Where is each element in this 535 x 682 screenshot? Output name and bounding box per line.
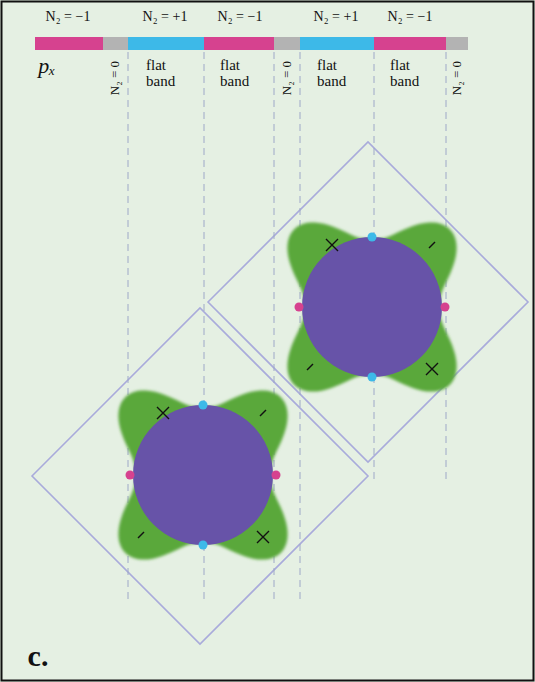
band-bar [35,37,468,50]
band-label: flat band [220,58,260,90]
cross-mark [326,239,338,251]
pairing-lobes [118,390,287,559]
fermi-surface [287,222,456,391]
band-label: flat band [390,58,430,90]
winding-label: N₂ = 0 [450,61,464,95]
winding-label: N₂ = 0 [108,61,122,95]
pairing-lobes [287,222,456,391]
zones [32,142,528,644]
fermi-disc [302,237,442,377]
tick-mark [429,242,435,248]
band-segment [103,37,128,50]
cross-mark [257,531,269,543]
node-point [199,541,208,550]
winding-label: N₂ = +1 [314,10,359,25]
tick-mark [260,410,266,416]
node-point [368,233,377,242]
band-label: flat band [146,58,186,90]
winding-label: N₂ = −1 [388,10,433,25]
band-segment [374,37,446,50]
tick-mark [307,364,313,370]
node-point [295,303,304,312]
band-segment [274,37,300,50]
node-point [199,401,208,410]
fermi-disc [133,405,273,545]
band-segment [446,37,468,50]
winding-label: N₂ = −1 [218,10,263,25]
panel-letter: c. [28,640,49,672]
cross-mark [157,407,169,419]
winding-label: N₂ = 0 [280,61,294,95]
node-point [441,303,450,312]
node-point [272,471,281,480]
axis-label: pₓ [38,54,55,77]
band-segment [300,37,374,50]
guide-line [300,52,301,600]
band-segment [35,37,103,50]
band-segment [204,37,274,50]
fermi-surface [118,390,287,559]
band-label: flat band [317,58,357,90]
node-point [368,373,377,382]
winding-label: N₂ = +1 [143,10,188,25]
band-segment [128,37,204,50]
node-point [126,471,135,480]
guide-lines [128,52,446,600]
winding-label: N₂ = −1 [46,10,91,25]
cross-mark [426,363,438,375]
tick-mark [138,532,144,538]
